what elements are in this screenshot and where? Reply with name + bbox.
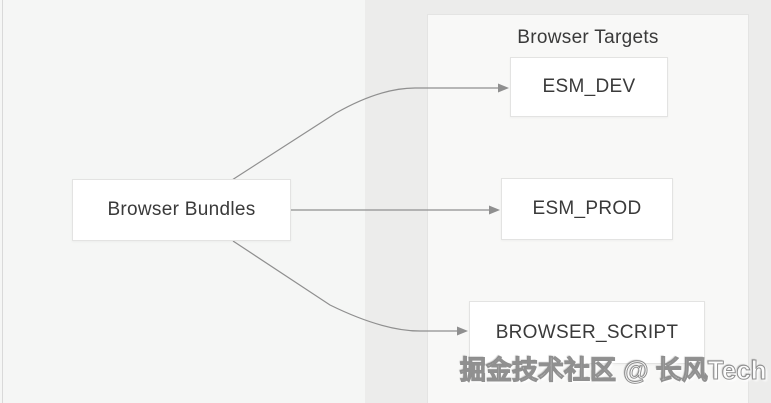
- canvas-left-edge: [2, 0, 3, 403]
- node-browser-bundles: Browser Bundles: [72, 179, 291, 241]
- node-esm-prod: ESM_PROD: [501, 178, 673, 240]
- node-esm-prod-label: ESM_PROD: [532, 198, 642, 219]
- node-esm-dev: ESM_DEV: [510, 57, 668, 117]
- node-browser-script-label: BROWSER_SCRIPT: [495, 321, 679, 343]
- watermark-text: 掘金技术社区 @ 长风Tech: [460, 355, 768, 386]
- node-browser-script: BROWSER_SCRIPT: [469, 301, 705, 364]
- node-esm-dev-label: ESM_DEV: [542, 76, 636, 97]
- group-title: Browser Targets: [517, 27, 659, 48]
- node-browser-bundles-label: Browser Bundles: [107, 199, 256, 220]
